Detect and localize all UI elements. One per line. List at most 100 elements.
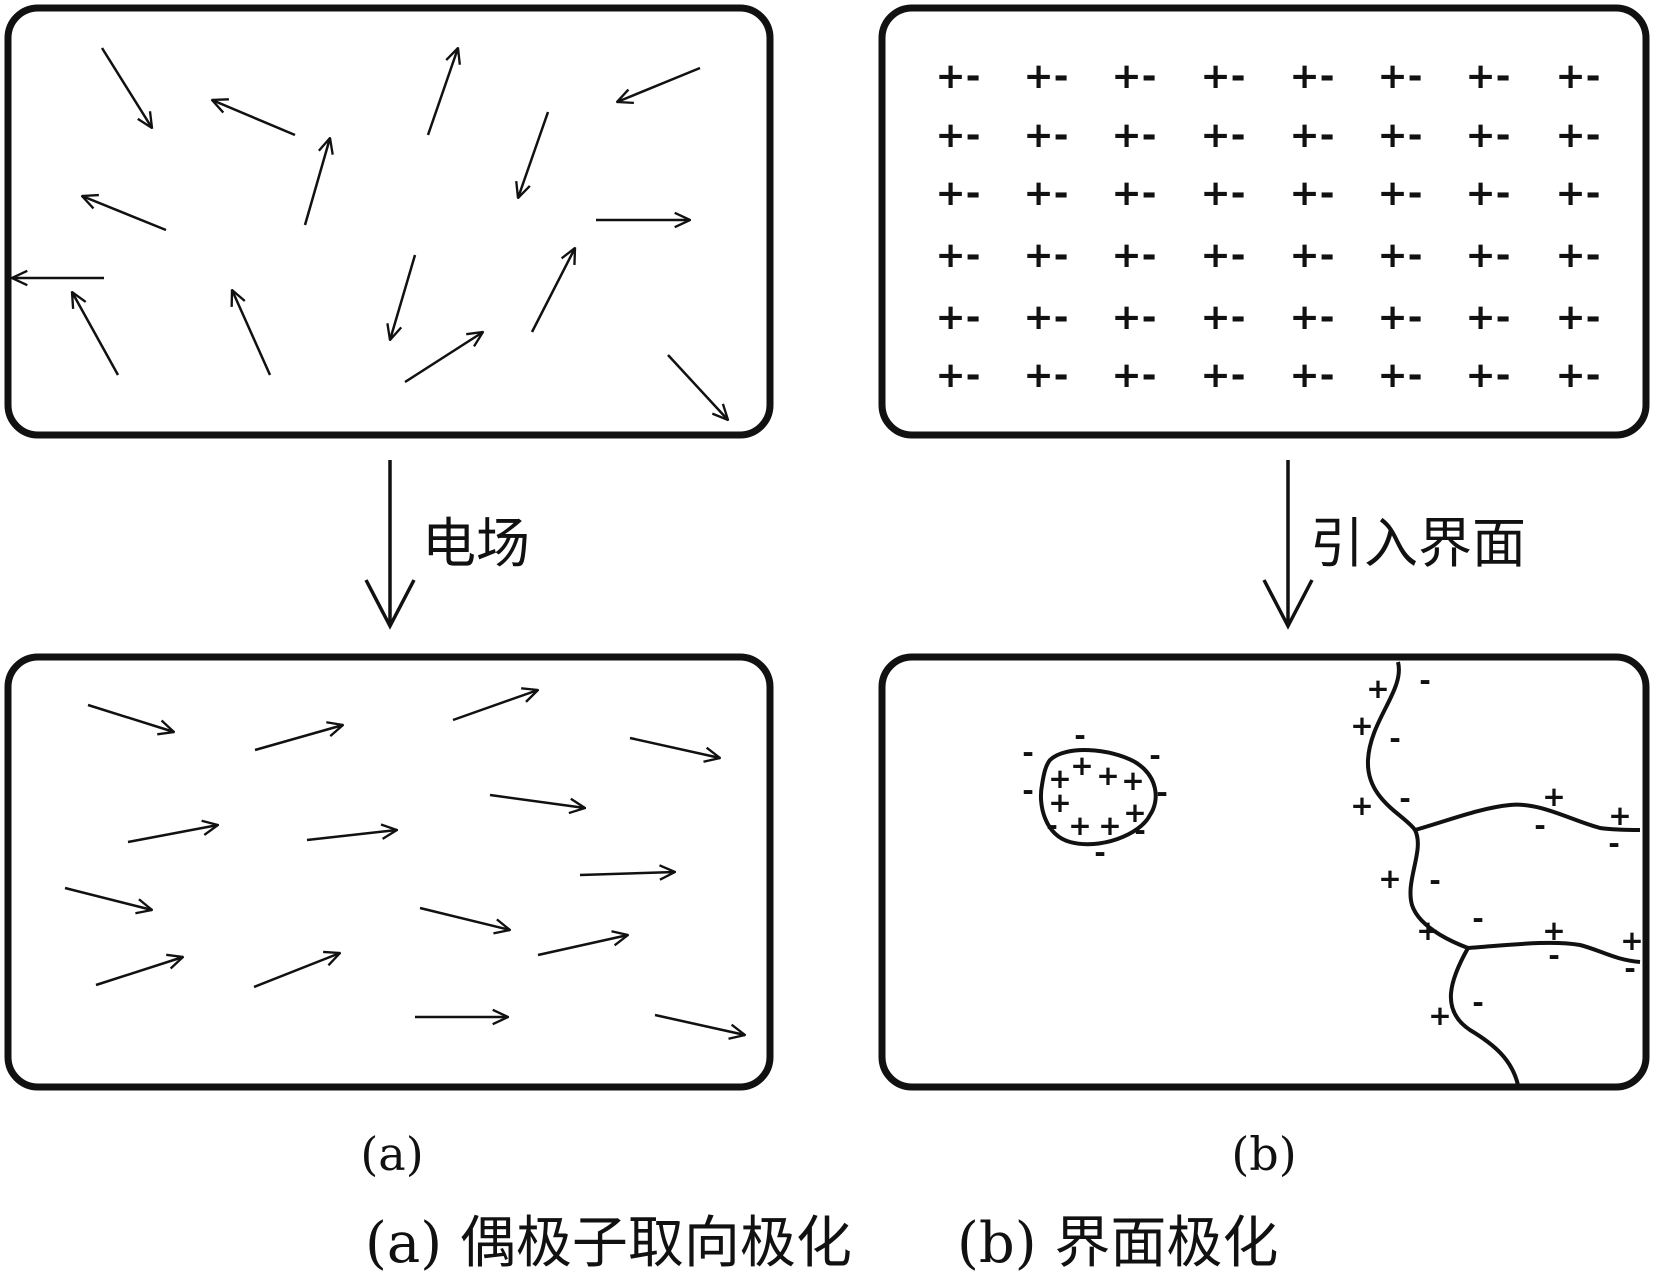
transition-label-a: 电场: [422, 512, 530, 575]
box-b-interface: [878, 653, 1650, 1091]
transition-arrow-a: [364, 460, 416, 630]
aligned-arrow: [579, 872, 675, 875]
aligned-arrow: [253, 953, 340, 989]
dipole-pair: +-: [1023, 56, 1068, 97]
transition-label-b: 引入界面: [1310, 512, 1526, 575]
minus-charge: -: [1022, 736, 1034, 769]
dipole-pair: +-: [1377, 297, 1422, 338]
dipole-pair: +-: [1289, 173, 1334, 214]
dipole-pair: +-: [1377, 56, 1422, 97]
random-arrow: [404, 332, 483, 384]
plus-charge: +: [1542, 780, 1565, 813]
dipole-pair: +-: [1111, 56, 1156, 97]
dipole-pair: +-: [1023, 173, 1068, 214]
box-a-random: [4, 4, 774, 439]
aligned-arrow: [306, 830, 397, 842]
particle-interface: [1039, 748, 1158, 847]
dipole-pair: +-: [935, 56, 980, 97]
dipole-pair: +-: [1377, 173, 1422, 214]
random-arrow: [530, 248, 575, 333]
dipole-pair: +-: [1555, 56, 1600, 97]
interface-charges: --------+++++++++-+-+-+-+-+-+-+-+-+-: [1022, 664, 1644, 1032]
plus-charge: +: [1620, 924, 1643, 957]
plus-charge: +: [1070, 749, 1093, 782]
dipole-pair: +-: [1555, 297, 1600, 338]
minus-charge: -: [1429, 864, 1441, 897]
random-arrow: [100, 47, 152, 128]
minus-charge: -: [1094, 836, 1106, 869]
minus-charge: -: [1046, 809, 1058, 842]
random-arrow: [232, 290, 272, 376]
aligned-arrow: [127, 825, 218, 844]
aligned-arrow: [537, 935, 628, 957]
minus-charge: -: [1548, 939, 1560, 972]
minus-charge: -: [1134, 814, 1146, 847]
dipole-pair: +-: [1200, 355, 1245, 396]
plus-charge: +: [1542, 914, 1565, 947]
aligned-arrow: [95, 957, 183, 987]
plus-charge: +: [1068, 809, 1091, 842]
caption-b: (b) 界面极化: [957, 1211, 1278, 1276]
dipole-pair: +-: [1023, 355, 1068, 396]
dipole-pair: +-: [1289, 56, 1334, 97]
plus-charge: +: [1350, 789, 1373, 822]
random-arrow: [426, 48, 458, 136]
minus-charge: -: [1389, 722, 1401, 755]
random-arrow: [390, 254, 417, 340]
dipole-pair: +-: [1111, 115, 1156, 156]
aligned-arrow: [254, 725, 343, 752]
dipole-pair: +-: [1111, 297, 1156, 338]
sub-label-b: (b): [1231, 1127, 1296, 1181]
box-b-uniform: [878, 4, 1650, 439]
plus-charge: +: [1121, 764, 1144, 797]
minus-charge: -: [1149, 739, 1161, 772]
random-arrow: [518, 111, 550, 198]
dipole-pair: +-: [935, 115, 980, 156]
aligned-arrow: [64, 886, 152, 910]
aligned-arrow: [87, 703, 174, 732]
dipole-pair: +-: [1111, 355, 1156, 396]
dipole-pair: +-: [1023, 235, 1068, 276]
aligned-arrow: [452, 690, 538, 722]
dipole-pair: +-: [935, 173, 980, 214]
dipole-pair: +-: [1377, 115, 1422, 156]
dipole-pair: +-: [1200, 235, 1245, 276]
minus-charge: -: [1156, 776, 1168, 809]
dipole-pair: +-: [1465, 235, 1510, 276]
box-a-aligned: [4, 653, 774, 1091]
grain-boundaries: [1365, 661, 1641, 1086]
dipole-pair: +-: [1289, 355, 1334, 396]
plus-charge: +: [1366, 672, 1389, 705]
transition-arrow-b: [1262, 460, 1314, 630]
dipole-pair: +-: [1111, 235, 1156, 276]
dipole-pair: +-: [935, 297, 980, 338]
minus-charge: -: [1419, 664, 1431, 697]
dipole-pair: +-: [1465, 173, 1510, 214]
dipole-pair: +-: [1200, 56, 1245, 97]
dipole-pair: +-: [1465, 297, 1510, 338]
dipole-pair: +-: [1465, 56, 1510, 97]
random-dipole-arrows: [12, 48, 728, 420]
plus-charge: +: [1096, 759, 1119, 792]
aligned-dipole-arrows: [64, 690, 745, 1035]
dipole-pair: +-: [1200, 173, 1245, 214]
aligned-arrow: [489, 793, 585, 808]
dipole-pair: +-: [935, 355, 980, 396]
minus-charge: -: [1608, 827, 1620, 860]
dipole-pair: +-: [1377, 355, 1422, 396]
dipole-pair: +-: [1111, 173, 1156, 214]
dipole-pair-grid: +- +- +- +- +- +- +- +- +- +- +- +- +- +- +- +- +- +- +- +-…: [935, 56, 1600, 396]
dipole-pair: +-: [1555, 235, 1600, 276]
dipole-pair: +-: [1200, 115, 1245, 156]
aligned-arrow: [629, 736, 720, 758]
plus-charge: +: [1428, 999, 1451, 1032]
random-arrow: [617, 66, 701, 102]
plus-charge: +: [1416, 914, 1439, 947]
dipole-pair: +-: [1289, 235, 1334, 276]
minus-charge: -: [1472, 902, 1484, 935]
dipole-pair: +-: [1555, 173, 1600, 214]
random-arrow: [667, 354, 728, 420]
dipole-pair: +-: [1465, 115, 1510, 156]
dipole-pair: +-: [935, 235, 980, 276]
